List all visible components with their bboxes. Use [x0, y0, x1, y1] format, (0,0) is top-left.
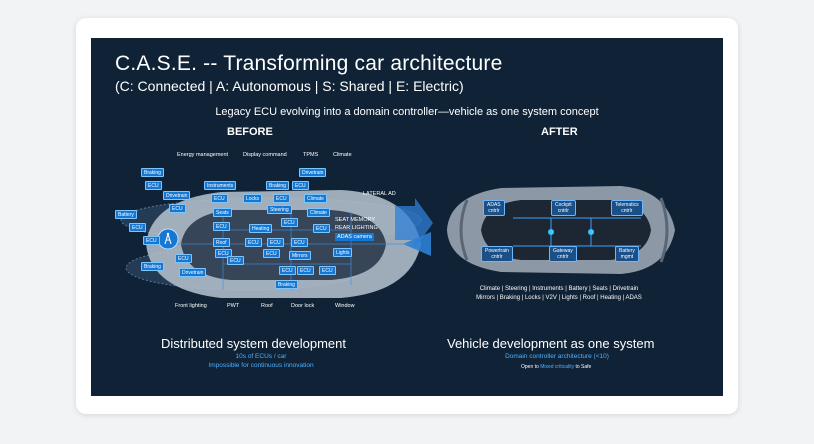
after-features-line-2: Mirrors | Braking | Locks | V2V | Lights… [476, 295, 642, 301]
transform-arrow-icon [395, 198, 433, 248]
controller-gateway: Gateway cntrlr [549, 246, 577, 262]
ecu-box: ECU [215, 249, 232, 258]
ecu-box: ECU [211, 194, 228, 203]
label-climate: Climate [333, 152, 352, 158]
after-heading: AFTER [541, 126, 578, 138]
ecu-box: ECU [169, 204, 186, 213]
ecu-box: Drivetrain [299, 168, 327, 177]
ecu-box: Roof [213, 238, 230, 247]
ecu-box: ECU [129, 223, 146, 232]
ecu-box: Instruments [204, 181, 237, 190]
label-front-lighting: Front lighting [175, 303, 207, 309]
ecu-box: Climate [307, 208, 330, 217]
ecu-box: Braking [141, 262, 164, 271]
ecu-box: Braking [275, 280, 298, 289]
label-seat-memory: SEAT MEMORY [335, 217, 376, 223]
before-bottom-sub-2: Impossible for continuous innovation [208, 362, 314, 369]
ecu-box: Heating [249, 224, 273, 233]
label-roof: Roof [261, 303, 273, 309]
ecu-box: Drivetrain [163, 191, 191, 200]
label-lateral-ad: LATERAL AD [363, 191, 396, 197]
controller-telematics: Telematics cntrlr [611, 200, 643, 216]
ecu-box: Climate [304, 194, 327, 203]
ecu-box: ECU [292, 181, 309, 190]
ecu-box: Braking [266, 181, 289, 190]
after-criticality-note: Open to Mixed criticality to Safe [521, 364, 592, 370]
label-adas-camera: ADAS camera [335, 233, 374, 241]
ecu-box: ECU [175, 254, 192, 263]
ecu-box: Battery [115, 210, 137, 219]
label-rear-lighting: REAR LIGHTING [335, 225, 378, 231]
controller-powertrain: Powertrain cntrlr [481, 246, 513, 262]
after-features-line-1: Climate | Steering | Instruments | Batte… [479, 286, 639, 292]
ecu-box: Mirrors [289, 251, 311, 260]
before-bottom-sub-1: 10s of ECUs / car [235, 353, 287, 360]
label-energy-management: Energy management [177, 152, 229, 158]
after-car-illustration [447, 186, 675, 274]
ecu-box: Locks [243, 194, 263, 203]
ecu-box: ECU [273, 194, 290, 203]
before-heading: BEFORE [227, 126, 273, 138]
ecu-box: ECU [319, 266, 336, 275]
label-display-command: Display command [243, 152, 287, 158]
ecu-box: Lights [333, 248, 353, 257]
ecu-box: Braking [141, 168, 164, 177]
ecu-box: Seats [213, 208, 232, 217]
controller-battery: Battery mgmt [615, 246, 639, 262]
label-window: Window [335, 303, 355, 309]
ecu-box: ECU [297, 266, 314, 275]
ecu-box: ECU [291, 238, 308, 247]
ecu-box: ECU [263, 249, 280, 258]
slide-subtitle: (C: Connected | A: Autonomous | S: Share… [115, 78, 464, 94]
label-tpms: TPMS [303, 152, 319, 158]
label-pwt: PWT [227, 303, 240, 309]
slide: C.A.S.E. -- Transforming car architectur… [91, 38, 723, 396]
ecu-box: ECU [267, 238, 284, 247]
ecu-box: ECU [213, 222, 230, 231]
ecu-box: ECU [279, 266, 296, 275]
ecu-box: ECU [145, 181, 162, 190]
ecu-box: ECU [281, 218, 298, 227]
after-bottom-sub: Domain controller architecture (<10) [505, 353, 609, 360]
ecu-box: Steering [267, 205, 292, 214]
after-bottom-title: Vehicle development as one system [447, 336, 655, 351]
antenna-icon [157, 228, 179, 250]
controller-adas: ADAS cntrlr [483, 200, 505, 216]
ecu-box: ECU [143, 236, 160, 245]
slide-tagline: Legacy ECU evolving into a domain contro… [215, 106, 599, 118]
slide-title: C.A.S.E. -- Transforming car architectur… [115, 52, 503, 75]
before-bottom-title: Distributed system development [161, 336, 346, 351]
ecu-box: Drivetrain [179, 268, 207, 277]
ecu-box: ECU [313, 224, 330, 233]
label-door-lock: Door lock [291, 303, 315, 309]
controller-cockpit: Cockpit cntrlr [551, 200, 576, 216]
ecu-box: ECU [245, 238, 262, 247]
ecu-box: ECU [227, 256, 244, 265]
